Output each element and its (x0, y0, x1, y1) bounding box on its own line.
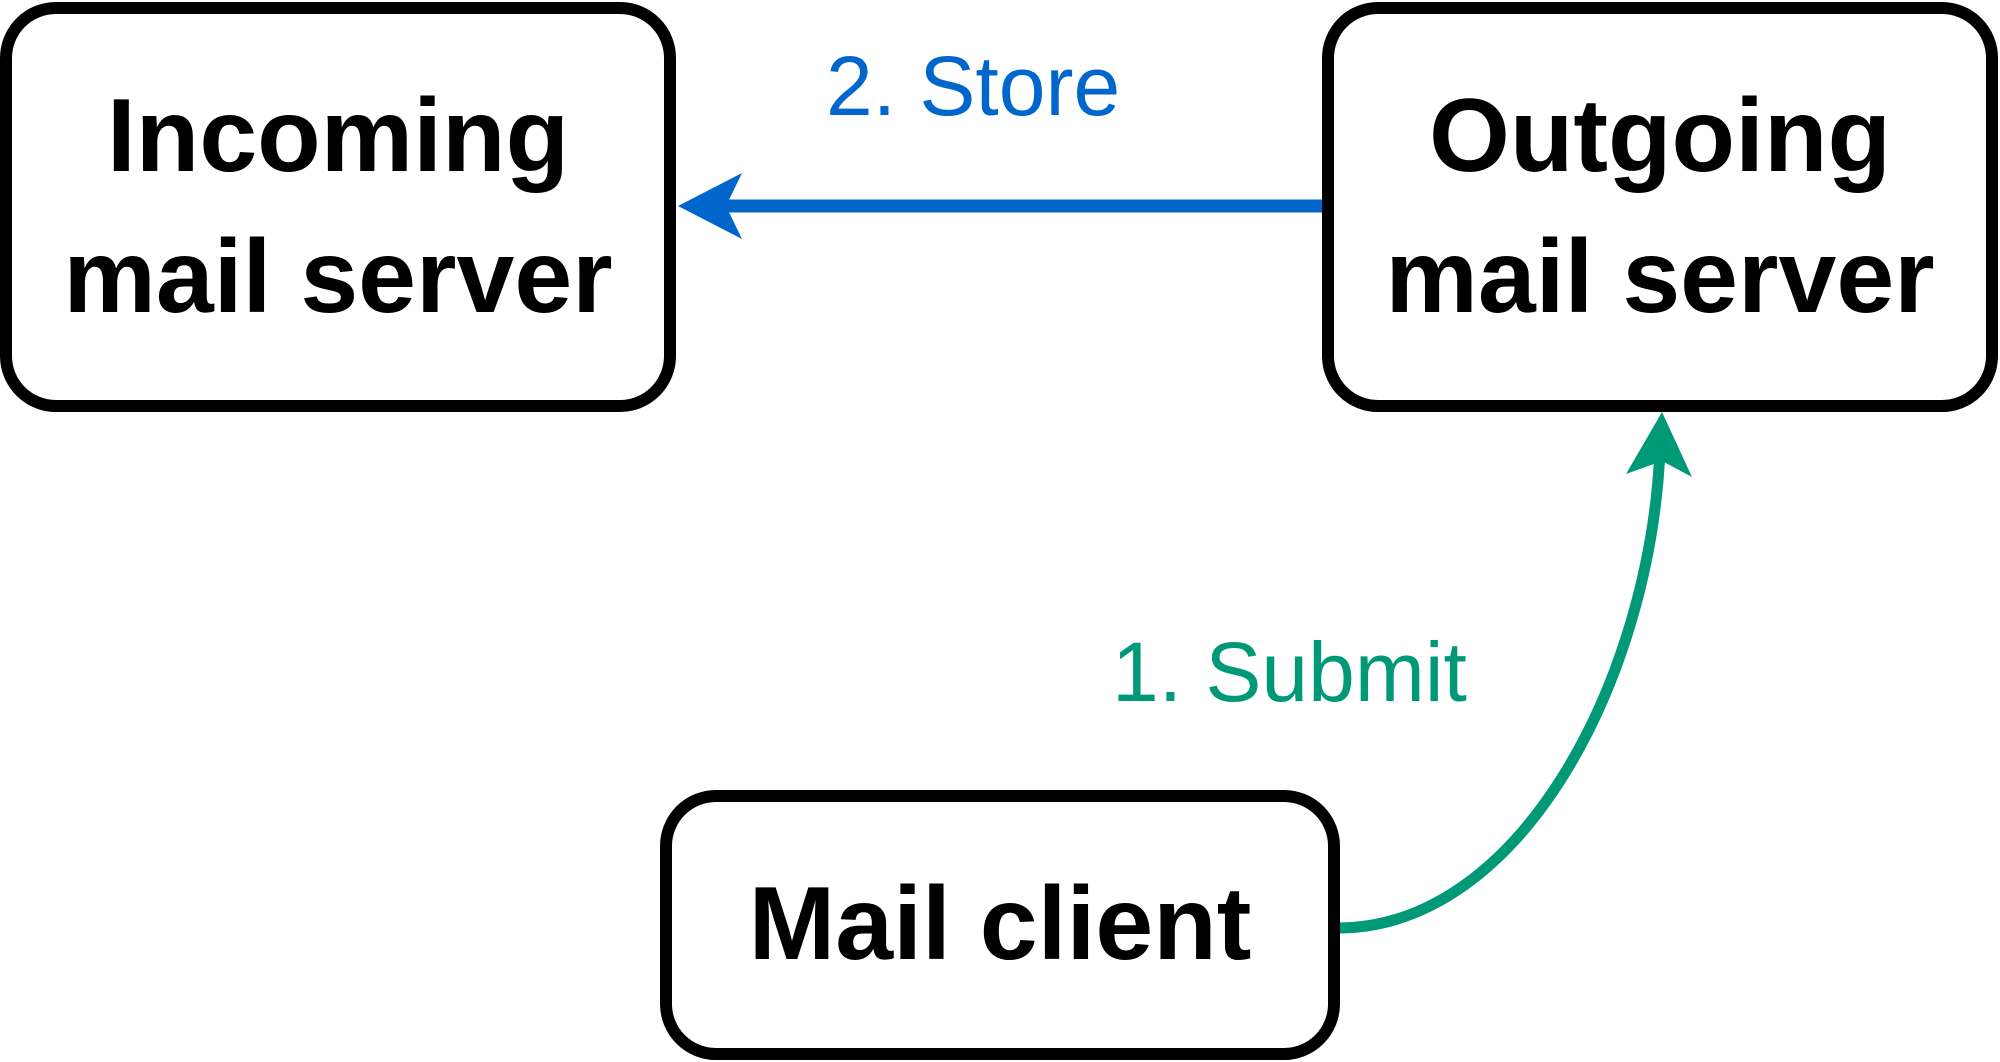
store-arrowhead (678, 173, 742, 239)
incoming-server-label-line2: mail server (63, 219, 613, 335)
outgoing-mail-server-box: Outgoing mail server (1322, 2, 1998, 412)
outgoing-server-label-line2: mail server (1385, 219, 1935, 335)
mail-client-label: Mail client (748, 866, 1252, 983)
incoming-server-label-line1: Incoming (106, 77, 570, 194)
outgoing-server-label-line1: Outgoing (1428, 77, 1892, 194)
submit-edge-label: 1. Submit (1112, 625, 1467, 719)
submit-arrow-line (1337, 449, 1666, 934)
mail-client-box: Mail client (660, 790, 1340, 1060)
incoming-mail-server-box: Incoming mail server (0, 2, 676, 412)
submit-arrowhead (1626, 412, 1692, 477)
store-edge-label: 2. Store (826, 39, 1121, 133)
